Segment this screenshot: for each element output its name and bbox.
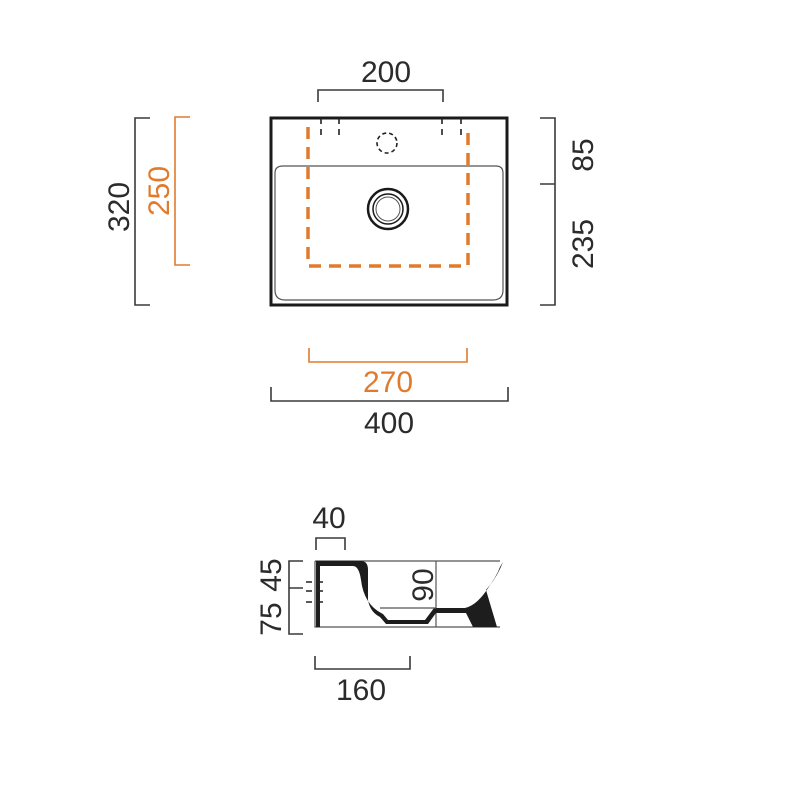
drain-icon [366, 187, 410, 231]
dim-line-320 [134, 117, 150, 306]
dim-line-160 [314, 656, 411, 670]
dim-label-85: 85 [567, 138, 600, 171]
dim-line-45-75 [288, 560, 303, 635]
dim-label-75: 75 [255, 602, 288, 635]
dim-label-400: 400 [364, 407, 414, 440]
dim-label-45: 45 [255, 558, 288, 591]
drain-core [375, 196, 401, 222]
dim-label-235: 235 [567, 219, 600, 269]
dim-label-250: 250 [143, 166, 176, 216]
dim-label-270: 270 [363, 366, 413, 399]
side-view: 40 45 75 90 160 [255, 502, 503, 707]
dim-line-200 [317, 89, 444, 102]
dim-label-200: 200 [361, 56, 411, 89]
dim-label-40: 40 [312, 502, 345, 535]
dim-label-320: 320 [103, 182, 136, 232]
dim-label-160: 160 [336, 674, 386, 707]
drain-inner-ring [372, 193, 404, 225]
cabinet-outline-dashed [306, 127, 470, 268]
side-section-profile [316, 561, 503, 627]
dim-line-270 [308, 348, 468, 363]
dim-line-85-235 [540, 117, 556, 306]
side-fixing-holes [306, 581, 326, 603]
dim-line-250 [174, 116, 190, 266]
fixing-holes [320, 118, 462, 136]
top-view: 200 320 250 85 235 270 400 [103, 56, 600, 440]
basin-outer-outline [269, 116, 509, 307]
tap-hole-icon [376, 132, 398, 154]
dim-line-400 [270, 387, 509, 402]
dim-line-40 [315, 537, 346, 550]
dim-label-90: 90 [407, 568, 440, 601]
basin-inner-bowl [274, 165, 504, 301]
